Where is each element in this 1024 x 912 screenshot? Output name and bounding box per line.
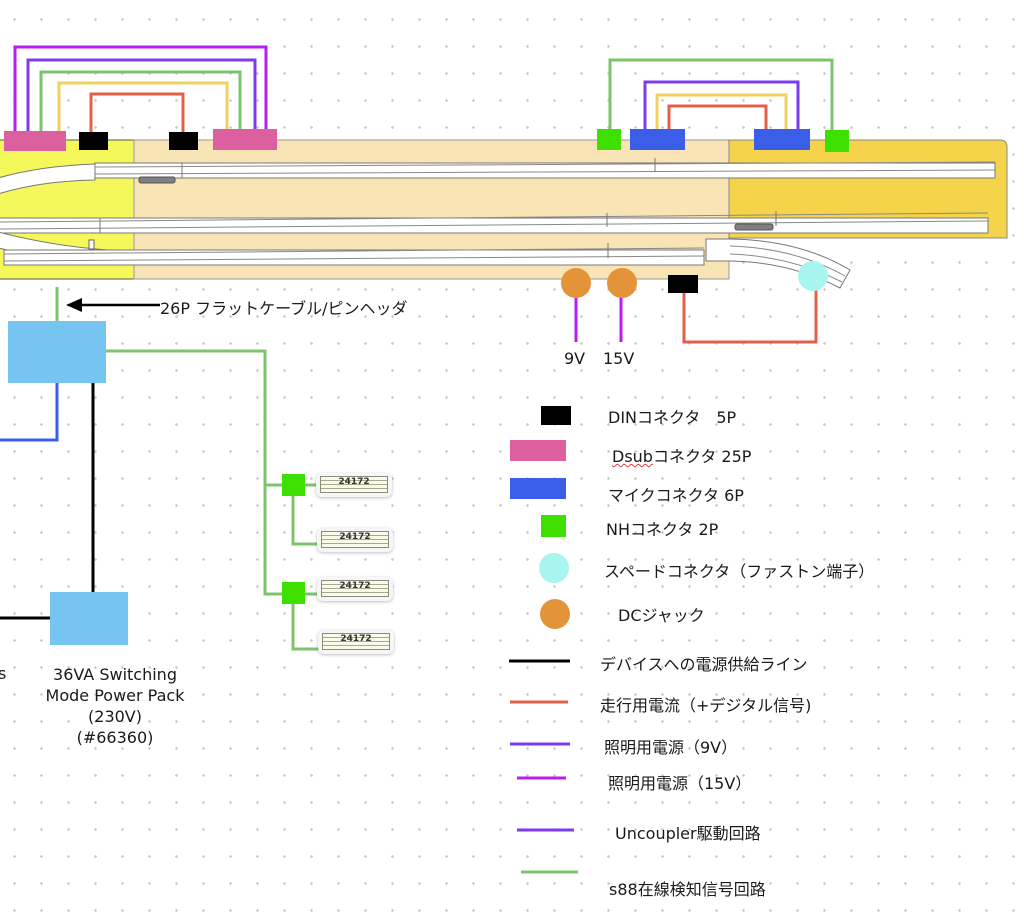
legend-label-nh: NHコネクタ 2P: [606, 520, 719, 539]
wire-track-current[interactable]: [667, 104, 768, 130]
legend-label-dc-jack: DCジャック: [618, 606, 705, 625]
din-connector[interactable]: [79, 132, 108, 150]
nh-connector[interactable]: [597, 129, 621, 150]
wire-yellow[interactable]: [655, 93, 788, 130]
legend-label-mic: マイクコネクタ 6P: [608, 486, 744, 505]
wire-s88-branch[interactable]: [291, 594, 320, 651]
s88-module[interactable]: 24172: [317, 577, 393, 601]
mic-connector[interactable]: [754, 129, 810, 150]
wire-mic-controller[interactable]: [0, 380, 59, 442]
s88-module[interactable]: 24172: [317, 528, 393, 552]
dsub-connector[interactable]: [213, 129, 277, 150]
s88-module-number: 24172: [339, 581, 371, 591]
right-wire-group: [608, 58, 834, 131]
legend-label-track-current: 走行用電流（+デジタル信号): [600, 696, 812, 715]
s88-module[interactable]: 24172: [316, 473, 392, 497]
power-pack-label-line3: (230V): [88, 707, 142, 726]
legend-dc-jack-icon: [540, 599, 570, 629]
legend-label-dsub: Dsubコネクタ 25P: [612, 447, 752, 466]
s88-module-number: 24172: [339, 532, 371, 542]
wire-s88-bus[interactable]: [106, 349, 293, 596]
power-pack-label-line1: 36VA Switching: [53, 665, 177, 684]
legend-label-spade: スペードコネクタ（ファストン端子）: [604, 562, 875, 581]
power-pack-label-line2: Mode Power Pack: [45, 686, 185, 705]
legend-label-light-15v: 照明用電源（15V）: [608, 774, 752, 793]
din-connector[interactable]: [169, 132, 198, 150]
wire-track-current[interactable]: [89, 92, 185, 132]
jack-9v-label: 9V: [564, 349, 586, 368]
legend-label-din: DINコネクタ 5P: [608, 408, 737, 427]
dc-jack-9v[interactable]: [561, 268, 591, 298]
din-connector[interactable]: [668, 275, 698, 293]
cutoff-label: s: [0, 664, 7, 683]
track-group: [0, 158, 996, 289]
wire-light-9v[interactable]: [643, 80, 800, 130]
jack-15v-label: 15V: [603, 349, 635, 368]
wire-yellow[interactable]: [57, 81, 229, 132]
power-pack-box[interactable]: [50, 592, 128, 645]
track-top-curve: [0, 163, 96, 194]
uncoupler-middle[interactable]: [734, 223, 774, 231]
turnout-lever[interactable]: [88, 239, 95, 250]
wire-s88[interactable]: [608, 58, 834, 131]
legend-label-power-line: デバイスへの電源供給ライン: [600, 655, 808, 674]
uncoupler-top[interactable]: [138, 176, 176, 184]
dc-jack-15v[interactable]: [607, 268, 637, 298]
flat-cable-label: 26P フラットケーブル/ピンヘッダ: [160, 299, 408, 318]
s88-module-number: 24172: [340, 634, 372, 644]
nh-connector[interactable]: [282, 582, 305, 604]
mic-connector[interactable]: [630, 129, 685, 150]
legend-din-icon: [541, 406, 571, 425]
legend-dsub-icon: [510, 440, 566, 461]
nh-connector[interactable]: [282, 474, 305, 496]
wire-s88[interactable]: [39, 70, 242, 132]
legend-label-uncoupler: Uncoupler駆動回路: [615, 824, 761, 843]
wire-s88-branch[interactable]: [291, 485, 320, 546]
track-bottom: [3, 249, 705, 266]
s88-module-number: 24172: [338, 477, 370, 487]
nh-connector[interactable]: [825, 130, 849, 152]
left-wire-group: [13, 45, 268, 132]
controller-box[interactable]: [8, 321, 106, 383]
legend-spade-icon: [539, 553, 569, 583]
legend-label-light-9v: 照明用電源（9V）: [604, 738, 738, 757]
wire-light-9v[interactable]: [26, 58, 257, 132]
legend-nh-icon: [541, 515, 566, 537]
wire-light-15v[interactable]: [13, 45, 268, 132]
s88-module[interactable]: 24172: [318, 630, 394, 654]
dsub-connector[interactable]: [4, 131, 66, 151]
legend-label-s88: s88在線検知信号回路: [609, 880, 766, 899]
power-pack-label-line4: (#66360): [76, 728, 154, 747]
wire-track-feeder[interactable]: [682, 290, 818, 344]
spade-connector[interactable]: [798, 261, 828, 291]
arrowhead-icon: [66, 298, 82, 312]
legend-mic-icon: [510, 478, 566, 499]
legend-symbols: [509, 406, 578, 874]
power-pack-label: 36VA Switching Mode Power Pack (230V) (#…: [20, 664, 210, 748]
